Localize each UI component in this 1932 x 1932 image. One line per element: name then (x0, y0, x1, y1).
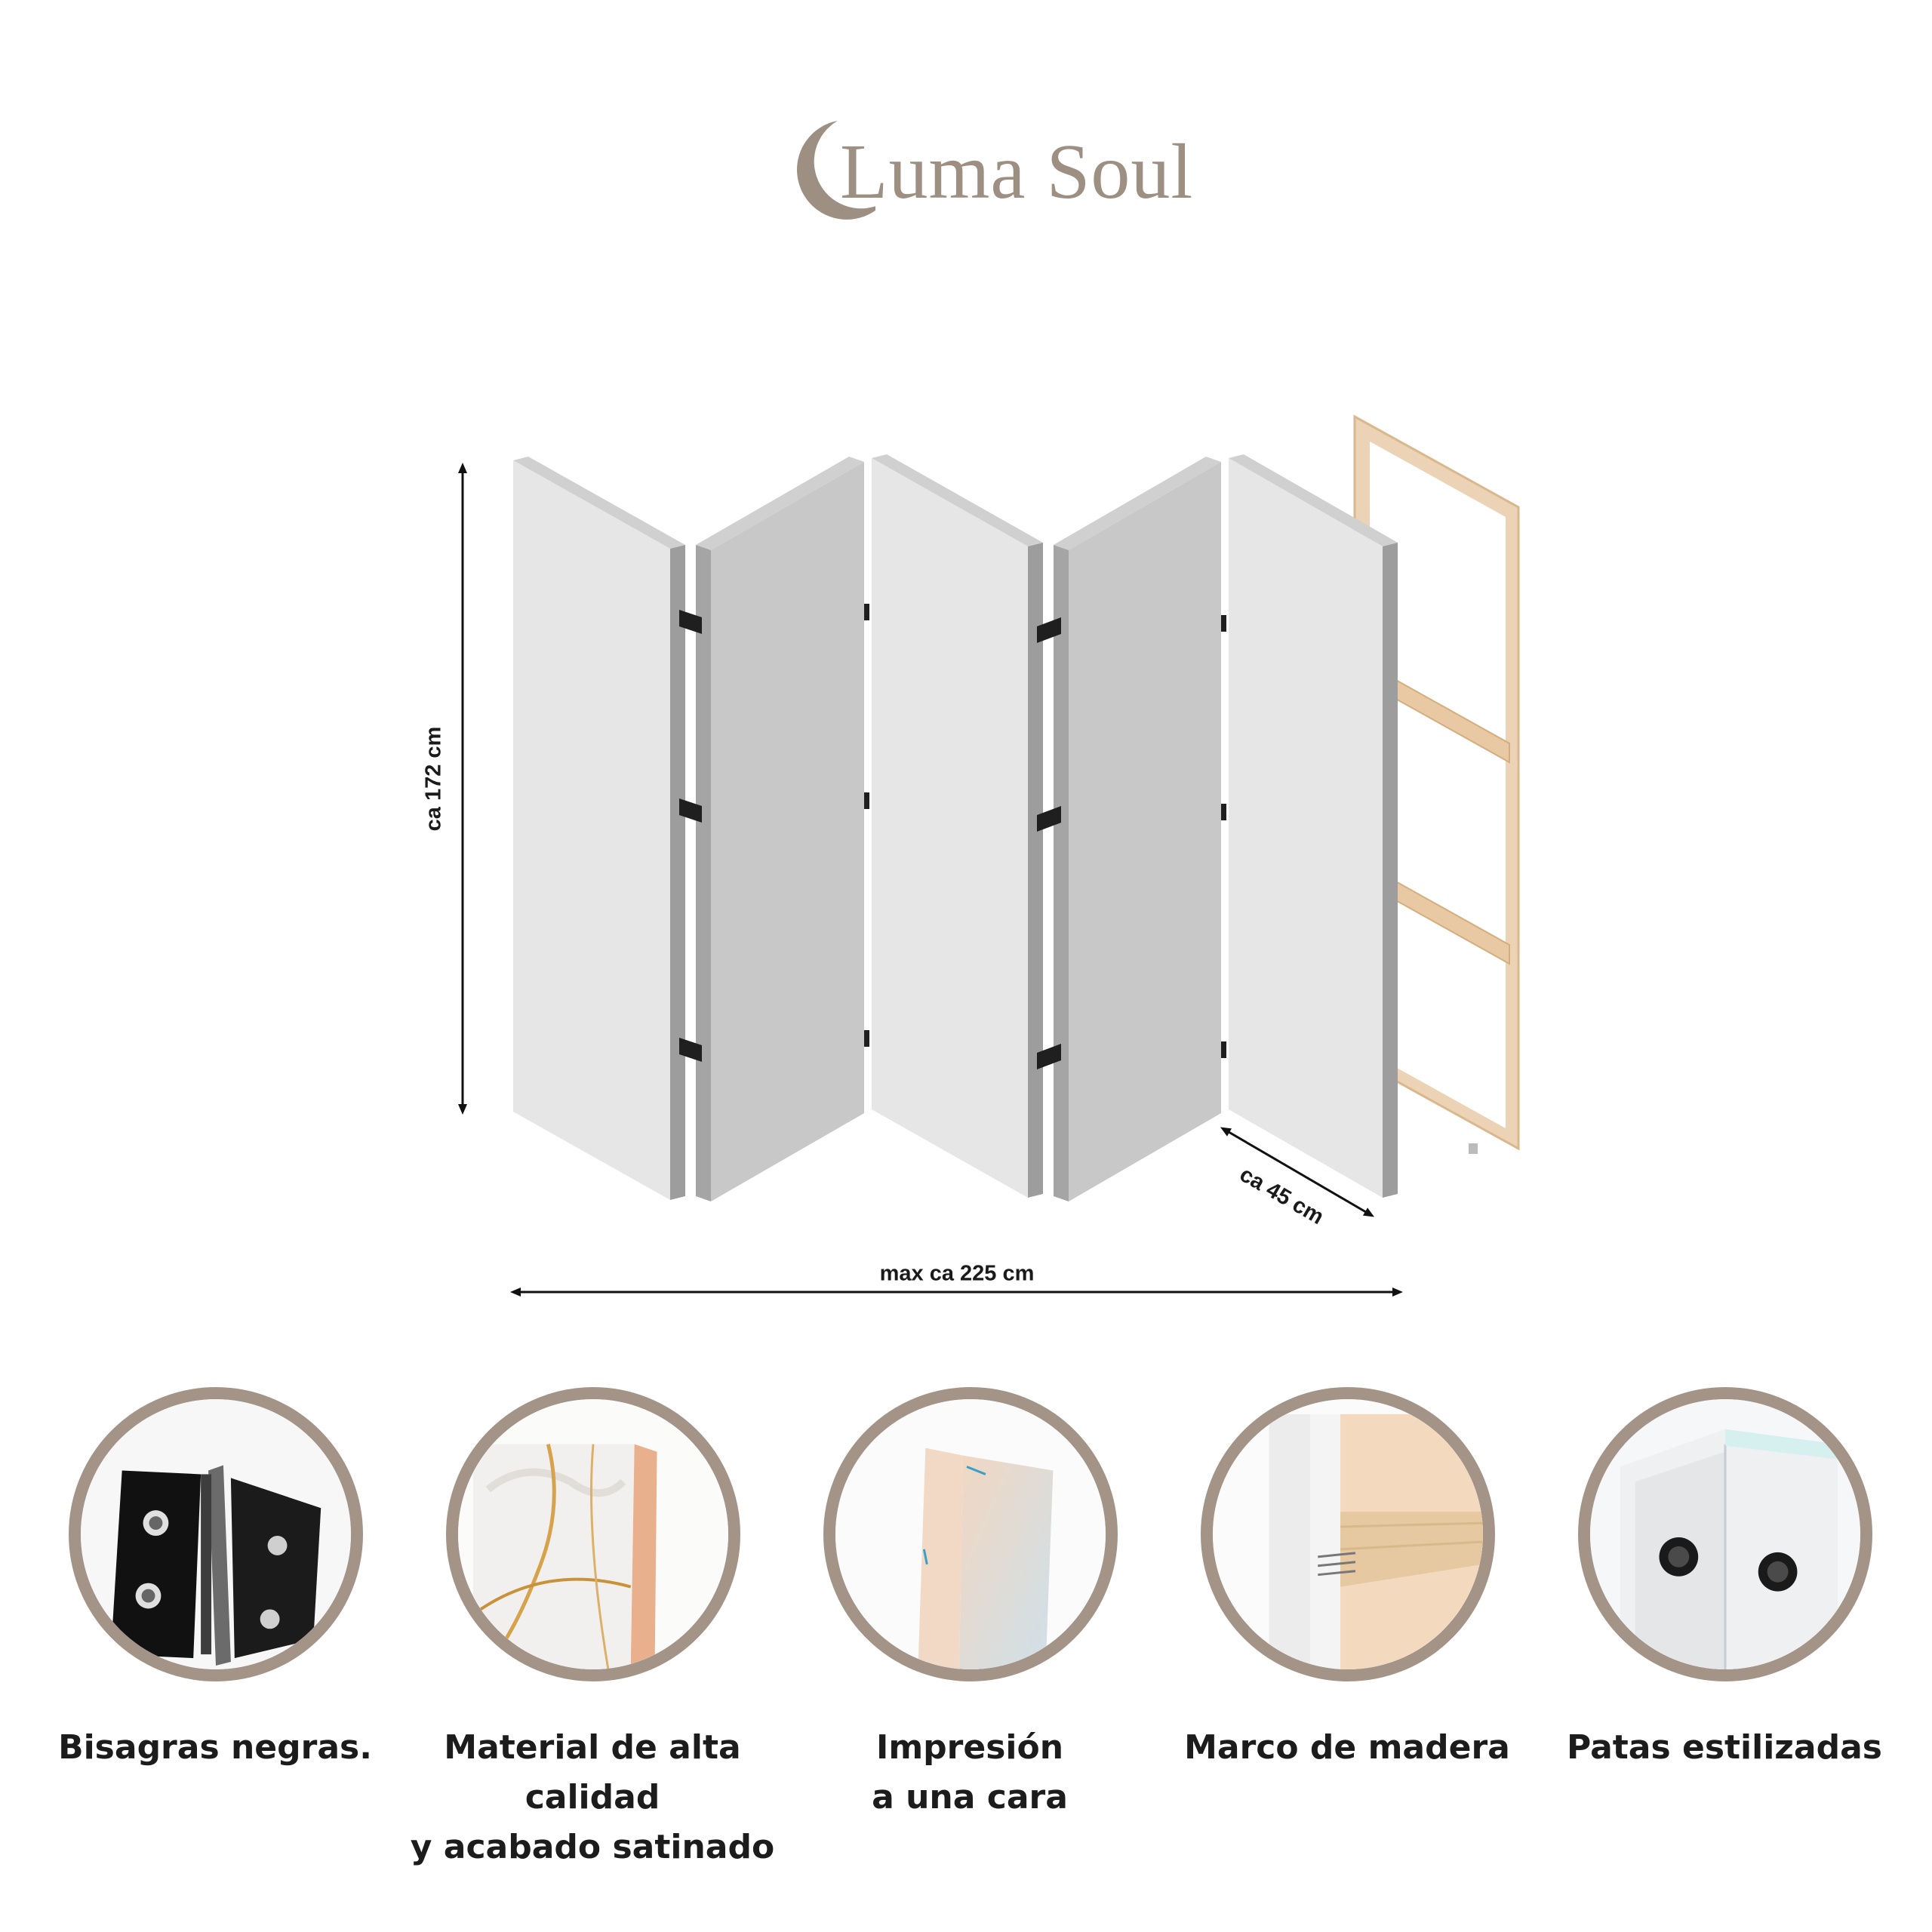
canvas-material-closeup-icon (446, 1387, 740, 1681)
hinges (679, 604, 1226, 1069)
stylish-feet-closeup-icon (1578, 1387, 1872, 1681)
height-label: ca 172 cm (421, 726, 446, 832)
crescent-moon-icon (797, 121, 875, 220)
hinge-closeup-icon (69, 1387, 363, 1681)
divider-panel-5 (1229, 454, 1398, 1198)
print-edge-closeup-icon (823, 1387, 1118, 1681)
room-divider-diagram (458, 414, 1520, 1297)
feature-caption: Patas estilizadas (1567, 1728, 1882, 1767)
feature-caption: Marco de madera (1184, 1728, 1510, 1767)
divider-panel-2 (696, 457, 864, 1201)
divider-panel-4 (1054, 457, 1221, 1201)
brand-logo: Luma Soul (785, 113, 1192, 234)
depth-arrow (1220, 1127, 1375, 1217)
divider-panel-1 (513, 457, 685, 1200)
divider-panel-3 (872, 454, 1043, 1198)
feature-caption: Material de alta calidad y acabado satin… (410, 1728, 775, 1866)
width-label: max ca 225 cm (879, 1261, 1035, 1286)
wooden-frame-closeup-icon (1201, 1387, 1495, 1681)
brand-name: Luma Soul (840, 128, 1194, 215)
feature-caption: Impresión a una cara (872, 1728, 1068, 1817)
feature-caption: Bisagras negras. (58, 1728, 372, 1767)
